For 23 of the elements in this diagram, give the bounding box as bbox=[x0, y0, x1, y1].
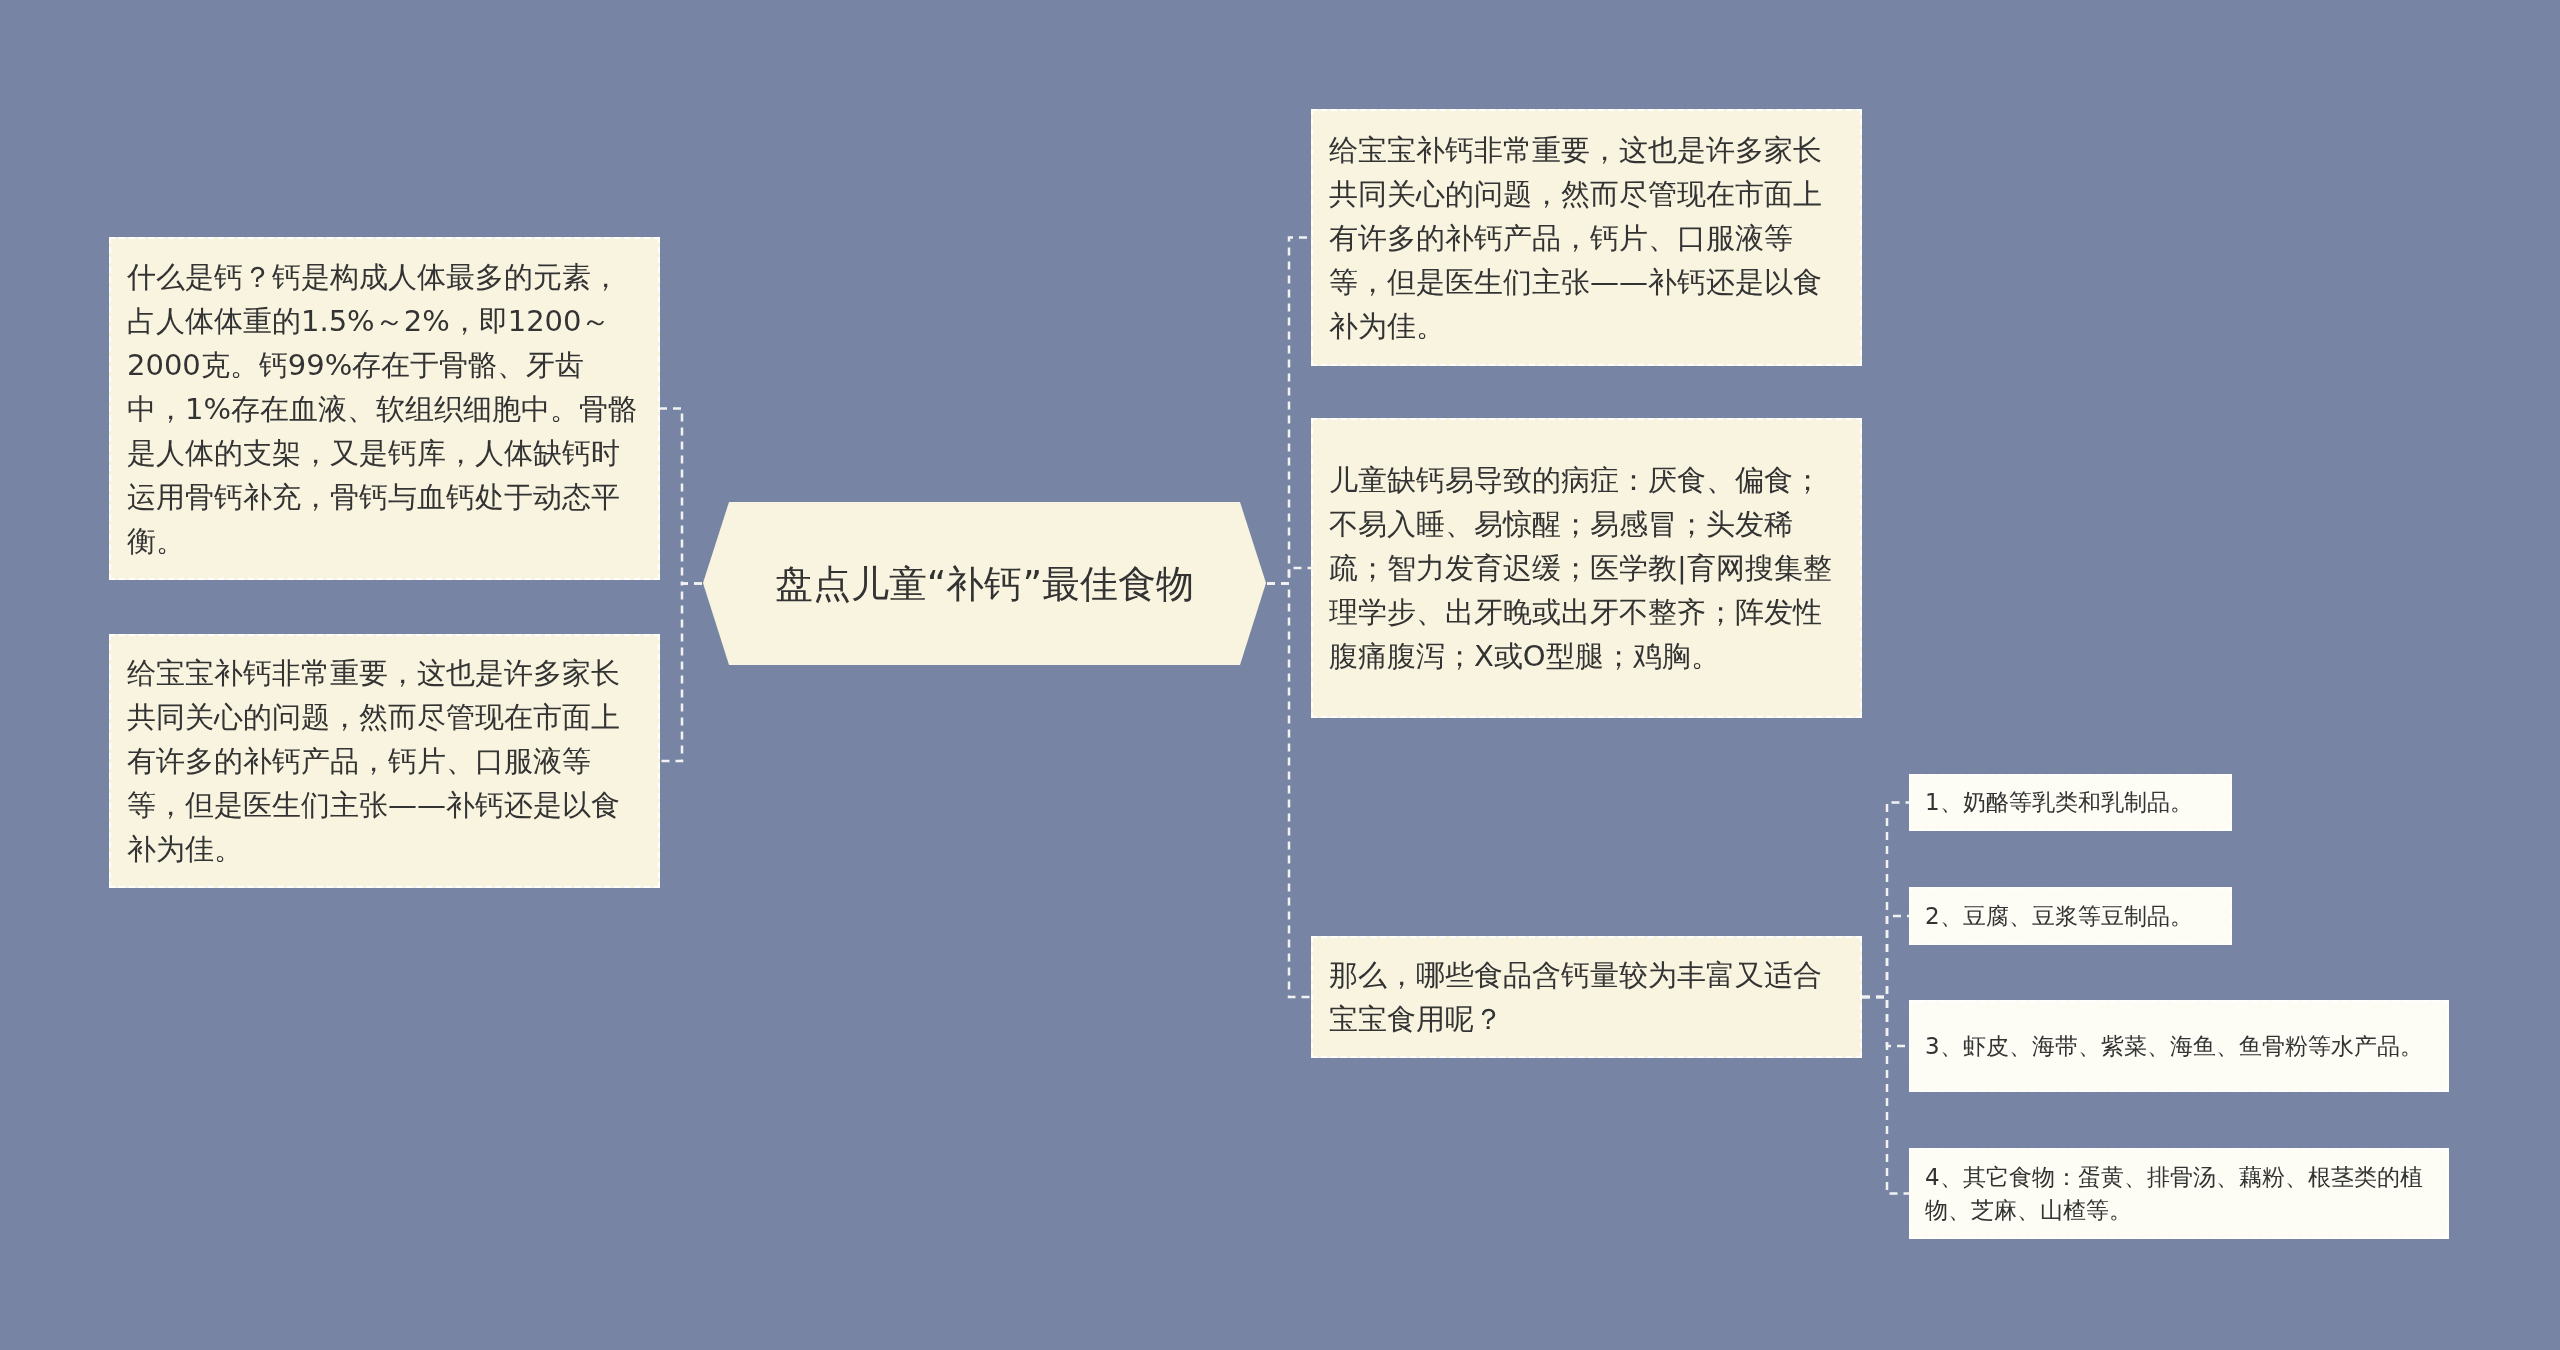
node-text: 那么，哪些食品含钙量较为丰富又适合宝宝食用呢？ bbox=[1329, 957, 1823, 1038]
connector-line bbox=[1267, 582, 1311, 999]
topic-box bbox=[1909, 774, 2232, 831]
node-text: 儿童缺钙易导致的病症：厌食、偏食；不易入睡、易惊醒；易感冒；头发稀疏；智力发育迟缓；医学教|育网搜集整理学步、出牙晚或出牙不整齐；阵发性腹痛腹泻；X或O型腿；鸡胸。 bbox=[1329, 462, 1833, 675]
node-text: 3、虾皮、海带、紫菜、海鱼、鱼骨粉等水产品。 bbox=[1925, 1031, 2423, 1061]
topic-hexagon bbox=[702, 501, 1267, 666]
node-text: 给宝宝补钙非常重要，这也是许多家长共同关心的问题，然而尽管现在市面上有许多的补钙产品，钙片、口服液等等，但是医生们主张——补钙还是以食补为佳。 bbox=[1329, 131, 1823, 345]
node-text: 给宝宝补钙非常重要，这也是许多家长共同关心的问题，然而尽管现在市面上有许多的补钙产品，钙片、口服液等等，但是医生们主张——补钙还是以食补为佳。 bbox=[127, 655, 621, 868]
topic-box bbox=[1909, 1000, 2449, 1092]
topic-box bbox=[1311, 418, 1862, 718]
connector-line bbox=[660, 582, 702, 763]
node-text: 1、奶酪等乳类和乳制品。 bbox=[1925, 788, 2193, 817]
topic-box bbox=[1909, 1148, 2449, 1239]
node-text: 什么是钙？钙是构成人体最多的元素，占人体体重的1.5%～2%，即1200～2000克。钙99%存在于骨骼、牙齿中，1%存在血液、软组织细胞中。骨骼是人体的支架，又是钙库，人体缺钙时运用骨钙补充，骨钙与血钙处于动态平衡。 bbox=[127, 258, 638, 560]
node-text: 4、其它食物：蛋黄、排骨汤、藕粉、根茎类的植物、芝麻、山楂等。 bbox=[1925, 1162, 2424, 1225]
connector-line bbox=[1862, 995, 1909, 1195]
topic-box bbox=[109, 634, 660, 888]
node-text: 2、豆腐、豆浆等豆制品。 bbox=[1925, 901, 2193, 931]
node-text: 盘点儿童“补钙”最佳食物 bbox=[774, 560, 1195, 608]
topic-box bbox=[1311, 109, 1862, 366]
topic-box bbox=[109, 237, 660, 580]
topic-box bbox=[1311, 936, 1862, 1058]
topic-box bbox=[1909, 887, 2232, 945]
